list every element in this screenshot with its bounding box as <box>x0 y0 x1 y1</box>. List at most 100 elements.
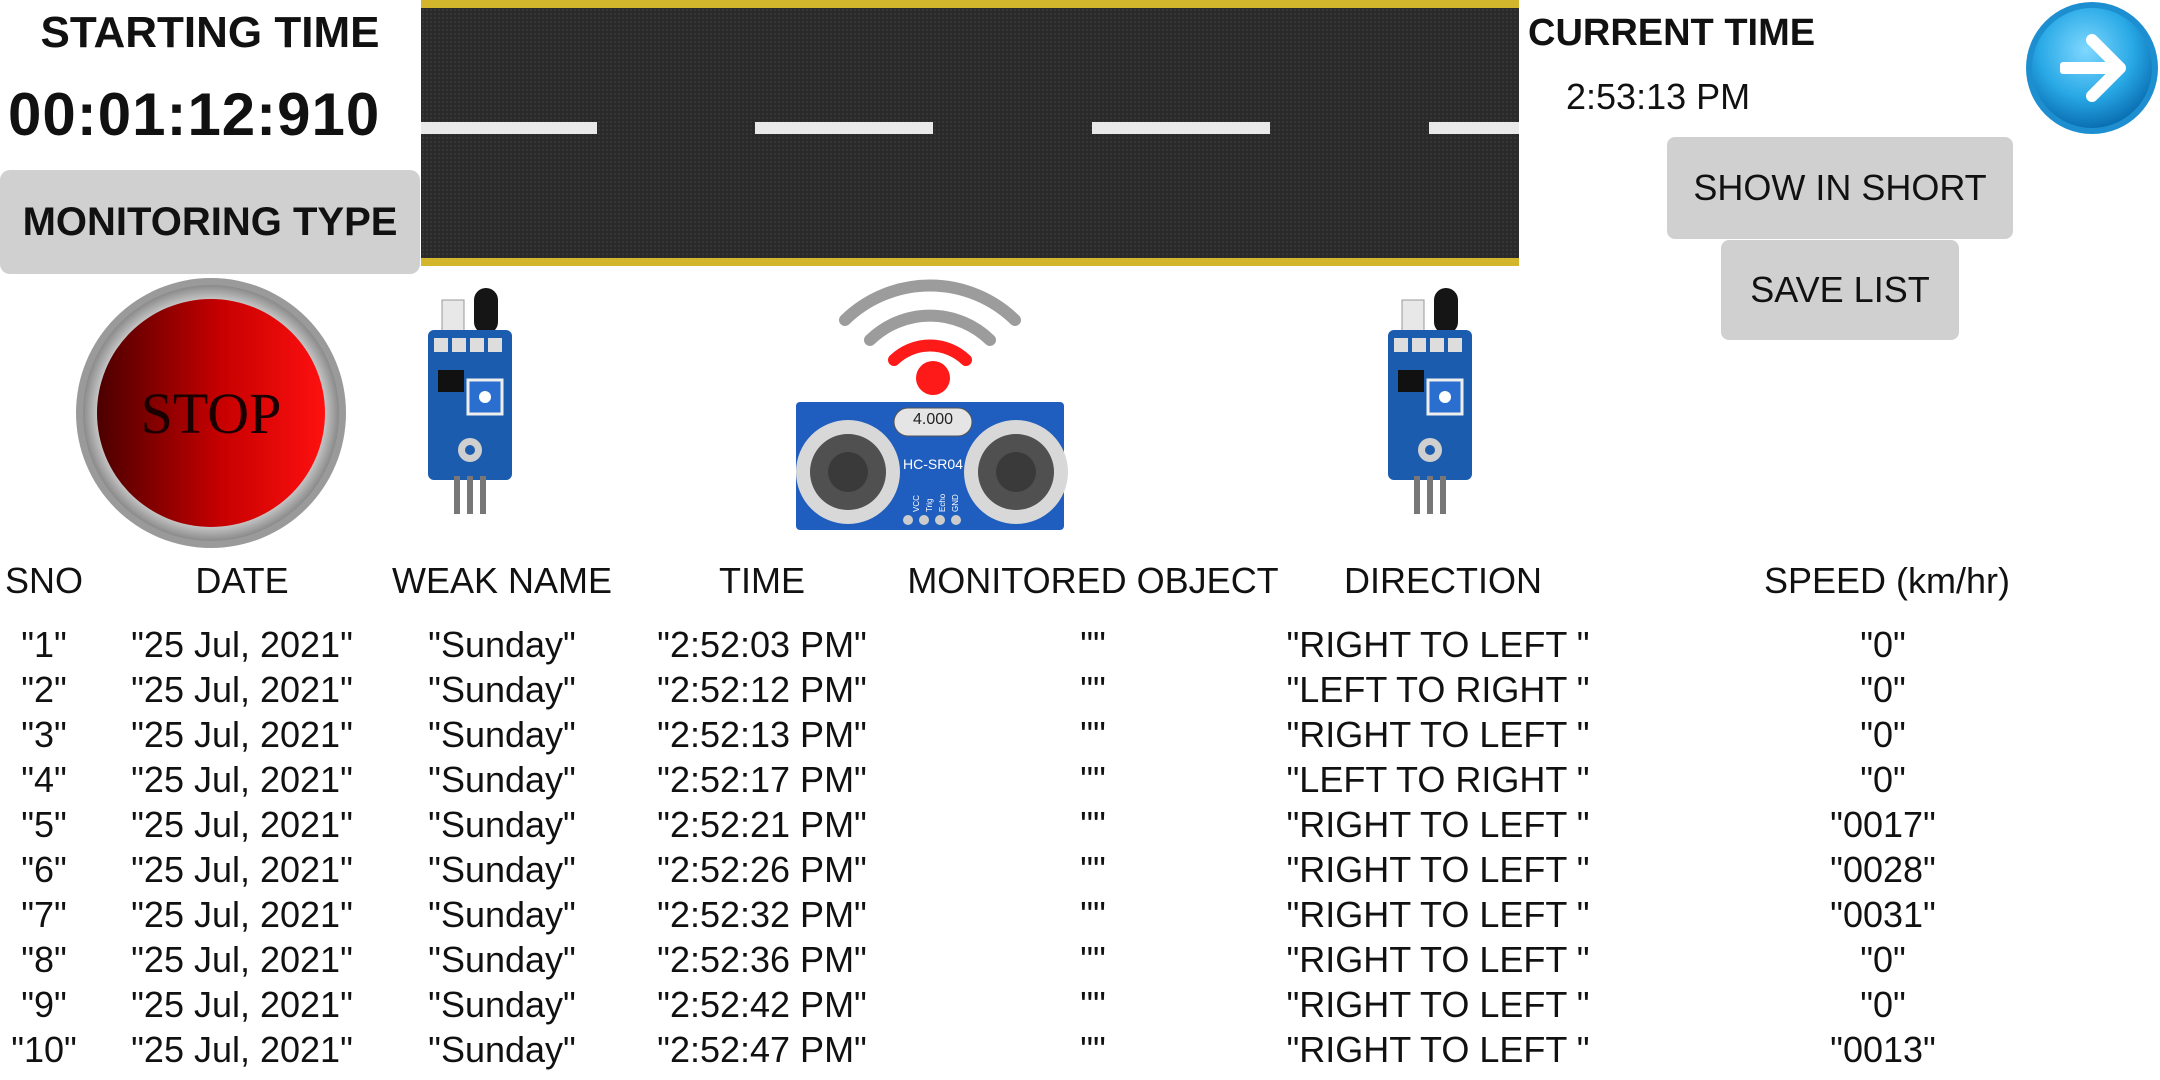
cell-monitored-object: "" <box>1080 759 1106 800</box>
monitoring-type-button[interactable]: MONITORING TYPE <box>0 170 420 274</box>
cell-sno: "2" <box>21 669 67 710</box>
cell-speed: "0013" <box>1830 1029 1936 1070</box>
header-date: DATE <box>195 560 289 601</box>
cell-weak-name: "Sunday" <box>428 1029 576 1070</box>
save-list-button[interactable]: SAVE LIST <box>1721 240 1959 340</box>
cell-sno: "8" <box>21 939 67 980</box>
cell-monitored-object: "" <box>1080 804 1106 845</box>
cell-date: "25 Jul, 2021" <box>131 939 353 980</box>
current-time-value: 2:53:13 PM <box>1566 76 1751 117</box>
cell-time: "2:52:13 PM" <box>657 714 867 755</box>
cell-speed: "0" <box>1860 669 1906 710</box>
cell-sno: "6" <box>21 849 67 890</box>
cell-weak-name: "Sunday" <box>428 984 576 1025</box>
cell-monitored-object: "" <box>1080 939 1106 980</box>
header-direction: DIRECTION <box>1344 560 1542 601</box>
ultrasonic-model-label: HC-SR04 <box>903 456 963 472</box>
stop-button[interactable]: STOP <box>74 276 348 550</box>
cell-direction: "RIGHT TO LEFT " <box>1286 939 1590 980</box>
cell-date: "25 Jul, 2021" <box>131 624 353 665</box>
cell-sno: "9" <box>21 984 67 1025</box>
cell-sno: "5" <box>21 804 67 845</box>
road-edge-line-bottom <box>421 258 1519 266</box>
pin-label: Trig <box>925 498 934 512</box>
cell-date: "25 Jul, 2021" <box>131 849 353 890</box>
arrow-right-icon <box>2026 2 2158 134</box>
cell-speed: "0" <box>1860 624 1906 665</box>
pin-label: VCC <box>912 495 921 512</box>
cell-direction: "RIGHT TO LEFT " <box>1286 894 1590 935</box>
pin-label: Echo <box>938 493 947 512</box>
road-dash <box>1429 122 1519 134</box>
cell-sno: "4" <box>21 759 67 800</box>
cell-monitored-object: "" <box>1080 1029 1106 1070</box>
cell-direction: "RIGHT TO LEFT " <box>1286 984 1590 1025</box>
pin-labels: VCC Trig Echo GND <box>886 482 986 512</box>
cell-direction: "RIGHT TO LEFT " <box>1286 714 1590 755</box>
cell-speed: "0017" <box>1830 804 1936 845</box>
road-image <box>421 0 1519 266</box>
cell-speed: "0028" <box>1830 849 1936 890</box>
stop-label: STOP <box>140 380 282 446</box>
next-button[interactable] <box>2024 0 2160 136</box>
cell-speed: "0" <box>1860 984 1906 1025</box>
cell-direction: "LEFT TO RIGHT " <box>1286 759 1590 800</box>
header-monitored-object: MONITORED OBJECT <box>907 560 1279 601</box>
cell-weak-name: "Sunday" <box>428 804 576 845</box>
cell-direction: "LEFT TO RIGHT " <box>1286 669 1590 710</box>
cell-weak-name: "Sunday" <box>428 624 576 665</box>
cell-monitored-object: "" <box>1080 894 1106 935</box>
header-time: TIME <box>719 560 805 601</box>
ultrasonic-sensor-image: 4.000 HC-SR04 VCC Trig Echo GND <box>790 258 1070 543</box>
cell-speed: "0031" <box>1830 894 1936 935</box>
road-dash <box>755 122 933 134</box>
ir-sensor-right-image <box>1384 280 1476 521</box>
header-sno: SNO <box>4 560 84 601</box>
cell-monitored-object: "" <box>1080 624 1106 665</box>
cell-time: "2:52:42 PM" <box>657 984 867 1025</box>
cell-speed: "0" <box>1860 939 1906 980</box>
cell-date: "25 Jul, 2021" <box>131 759 353 800</box>
cell-time: "2:52:36 PM" <box>657 939 867 980</box>
cell-sno: "7" <box>21 894 67 935</box>
cell-direction: "RIGHT TO LEFT " <box>1286 624 1590 665</box>
cell-speed: "0" <box>1860 759 1906 800</box>
cell-weak-name: "Sunday" <box>428 939 576 980</box>
cell-sno: "1" <box>21 624 67 665</box>
wifi-icon <box>796 279 1068 530</box>
cell-weak-name: "Sunday" <box>428 894 576 935</box>
road-dash <box>421 122 597 134</box>
pin-label: GND <box>951 494 960 512</box>
cell-monitored-object: "" <box>1080 849 1106 890</box>
cell-monitored-object: "" <box>1080 714 1106 755</box>
cell-date: "25 Jul, 2021" <box>131 714 353 755</box>
ir-sensor-left-image <box>424 280 516 521</box>
show-in-short-button[interactable]: SHOW IN SHORT <box>1667 137 2013 239</box>
cell-monitored-object: "" <box>1080 984 1106 1025</box>
cell-weak-name: "Sunday" <box>428 849 576 890</box>
ultrasonic-crystal-label: 4.000 <box>912 411 954 428</box>
starting-time-label: STARTING TIME <box>40 8 380 57</box>
cell-time: "2:52:17 PM" <box>657 759 867 800</box>
cell-time: "2:52:03 PM" <box>657 624 867 665</box>
starting-time-value: 00:01:12:910 <box>8 81 381 148</box>
current-time-label: CURRENT TIME <box>1528 12 1816 54</box>
cell-weak-name: "Sunday" <box>428 714 576 755</box>
cell-date: "25 Jul, 2021" <box>131 804 353 845</box>
road-dash <box>1092 122 1270 134</box>
cell-direction: "RIGHT TO LEFT " <box>1286 1029 1590 1070</box>
header-weak-name: WEAK NAME <box>391 560 613 601</box>
cell-date: "25 Jul, 2021" <box>131 984 353 1025</box>
cell-date: "25 Jul, 2021" <box>131 894 353 935</box>
cell-time: "2:52:12 PM" <box>657 669 867 710</box>
cell-sno: "10" <box>11 1029 77 1070</box>
cell-sno: "3" <box>21 714 67 755</box>
cell-time: "2:52:21 PM" <box>657 804 867 845</box>
cell-weak-name: "Sunday" <box>428 759 576 800</box>
cell-time: "2:52:26 PM" <box>657 849 867 890</box>
header-speed: SPEED (km/hr) <box>1763 560 2011 601</box>
cell-date: "25 Jul, 2021" <box>131 1029 353 1070</box>
cell-direction: "RIGHT TO LEFT " <box>1286 849 1590 890</box>
road-edge-line-top <box>421 0 1519 8</box>
cell-monitored-object: "" <box>1080 669 1106 710</box>
